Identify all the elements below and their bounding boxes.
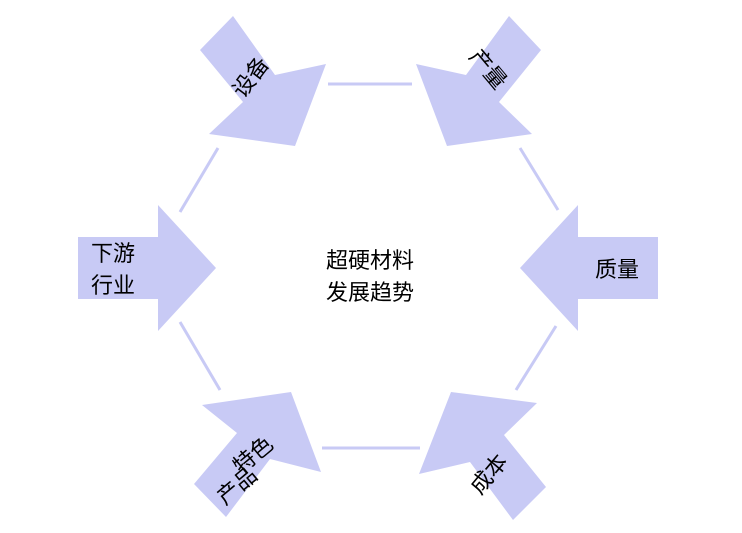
center-title-line1: 超硬材料	[326, 249, 414, 274]
arrow-equipment-shape	[200, 16, 326, 146]
arrow-downstream-label-line2: 行业	[91, 274, 135, 299]
connector-top-left	[178, 147, 220, 213]
connector-bottom-left	[178, 321, 222, 391]
arrow-cost-shape	[419, 392, 546, 520]
arrow-special-products-shape	[194, 392, 321, 517]
hexagon-connectors	[178, 82, 560, 450]
arrow-downstream-label-line1: 下游	[91, 242, 135, 267]
arrow-downstream-shape	[78, 205, 216, 331]
arrow-output-shape	[416, 16, 541, 146]
arrow-quality-label: 质量	[595, 258, 639, 283]
center-title-line2: 发展趋势	[326, 281, 414, 306]
connector-top-right	[518, 147, 560, 211]
connector-bottom-right	[514, 325, 558, 391]
arrow-downstream: 下游 行业	[78, 205, 216, 331]
center-title: 超硬材料 发展趋势	[326, 249, 414, 306]
arrow-output: 产量	[416, 16, 541, 146]
arrow-quality-shape	[520, 205, 658, 331]
arrow-equipment: 设备	[200, 16, 326, 146]
arrow-special-products: 特色 产品	[194, 392, 321, 517]
arrow-quality: 质量	[520, 205, 658, 331]
arrow-cost: 成本	[419, 392, 546, 520]
